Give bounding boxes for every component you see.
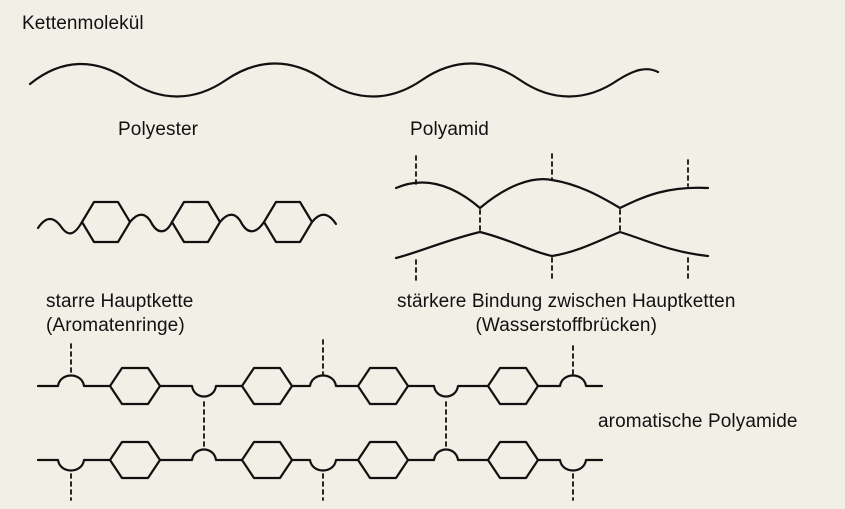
aromatic-ring xyxy=(110,442,160,478)
aromatic-ring xyxy=(242,442,292,478)
label-strong-line2: (Wasserstoffbrücken) xyxy=(475,314,657,336)
aromatic-lower-chain xyxy=(38,460,110,471)
aromatic-hydrogen-bonds xyxy=(71,340,573,500)
label-rigid-line1: starre Hauptkette xyxy=(46,291,194,312)
aromatic-ring xyxy=(488,442,538,478)
aromatic-ring xyxy=(82,202,130,242)
label-strong-line1: stärkere Bindung zwischen Hauptketten xyxy=(397,291,736,312)
chain-molecule-wave xyxy=(30,64,658,97)
label-aromatic-polyamide: aromatische Polyamide xyxy=(598,411,798,432)
aromatic-polyamide-chains xyxy=(38,340,602,500)
polyester-chain xyxy=(38,202,336,242)
aromatic-ring xyxy=(358,368,408,404)
polyamide-chains xyxy=(396,154,708,282)
aromatic-ring xyxy=(110,368,160,404)
hydrogen-bonds xyxy=(416,154,688,282)
aromatic-ring xyxy=(242,368,292,404)
aromatic-ring xyxy=(488,368,538,404)
aromatic-ring xyxy=(172,202,220,242)
label-polyamide: Polyamid xyxy=(410,119,489,140)
label-rigid-line2: (Aromatenringe) xyxy=(46,314,185,336)
label-chain-molecule: Kettenmolekül xyxy=(22,13,144,34)
aromatic-upper-chain xyxy=(38,376,110,387)
polyamide-upper-wave xyxy=(396,179,708,208)
polyamide-lower-wave xyxy=(396,232,708,258)
aromatic-ring xyxy=(358,442,408,478)
label-polyester: Polyester xyxy=(118,119,199,140)
label-stronger-bond: stärkere Bindung zwischen Hauptketten (W… xyxy=(397,290,736,338)
aromatic-ring xyxy=(264,202,312,242)
label-rigid-main-chain: starre Hauptkette (Aromatenringe) xyxy=(46,290,193,338)
